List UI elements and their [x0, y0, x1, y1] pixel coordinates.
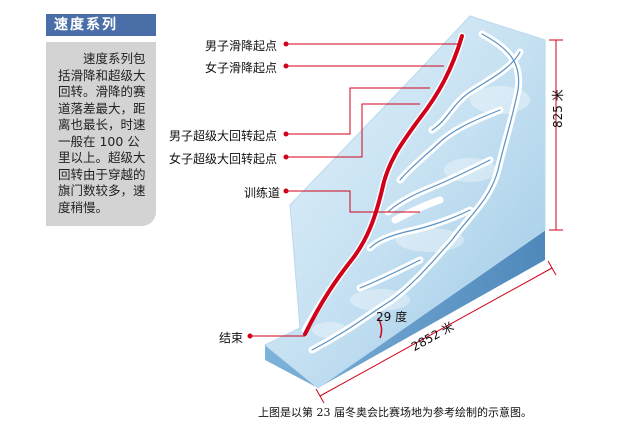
- label-women-super-g-start: 女子超级大回转起点: [169, 152, 278, 166]
- leader-dots: [247, 41, 289, 339]
- label-finish: 结束: [219, 331, 244, 345]
- figure-caption: 上图是以第 23 届冬奥会比赛场地为参考绘制的示意图。: [258, 406, 532, 419]
- angle-label: 29 度: [376, 310, 408, 324]
- label-women-downhill-start: 女子滑降起点: [205, 61, 278, 75]
- label-men-super-g-start: 男子超级大回转起点: [169, 129, 278, 143]
- section-title: 速度系列: [46, 14, 156, 36]
- leader-lines: [250, 43, 458, 337]
- label-training-route: 训练道: [244, 186, 281, 200]
- main-course-line: [303, 34, 464, 336]
- course-track-outlines: [311, 33, 521, 351]
- description-box: 速度系列包括滑降和超级大回转。滑降的赛道落差最大，距离也最长，时速一般在 100…: [46, 42, 156, 226]
- height-dimension-line: [549, 39, 563, 231]
- height-label: 825 米: [551, 89, 565, 128]
- length-dimension-line: [315, 260, 557, 404]
- label-men-downhill-start: 男子滑降起点: [205, 39, 278, 53]
- angle-arc: [377, 317, 383, 339]
